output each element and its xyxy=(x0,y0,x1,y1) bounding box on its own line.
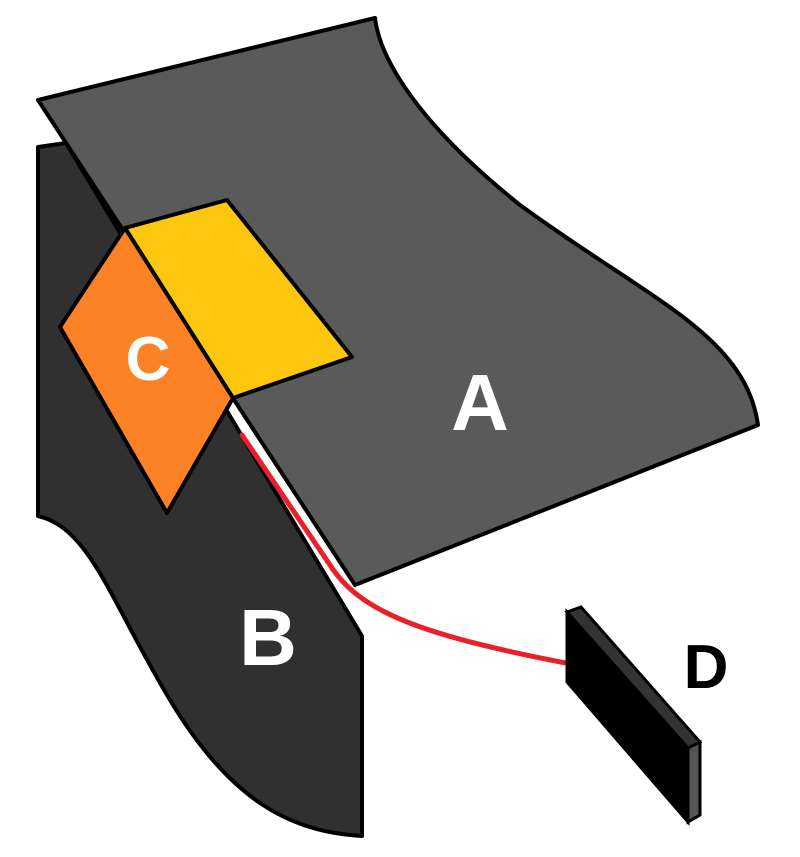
label-b: B xyxy=(239,593,297,682)
panel-a xyxy=(36,16,760,587)
part-c-front-face xyxy=(58,226,235,515)
part-d xyxy=(564,605,703,827)
part-d-side xyxy=(686,739,702,825)
label-d: D xyxy=(684,633,729,702)
label-c: C xyxy=(126,325,171,394)
label-a: A xyxy=(451,358,509,447)
wire xyxy=(239,432,590,670)
